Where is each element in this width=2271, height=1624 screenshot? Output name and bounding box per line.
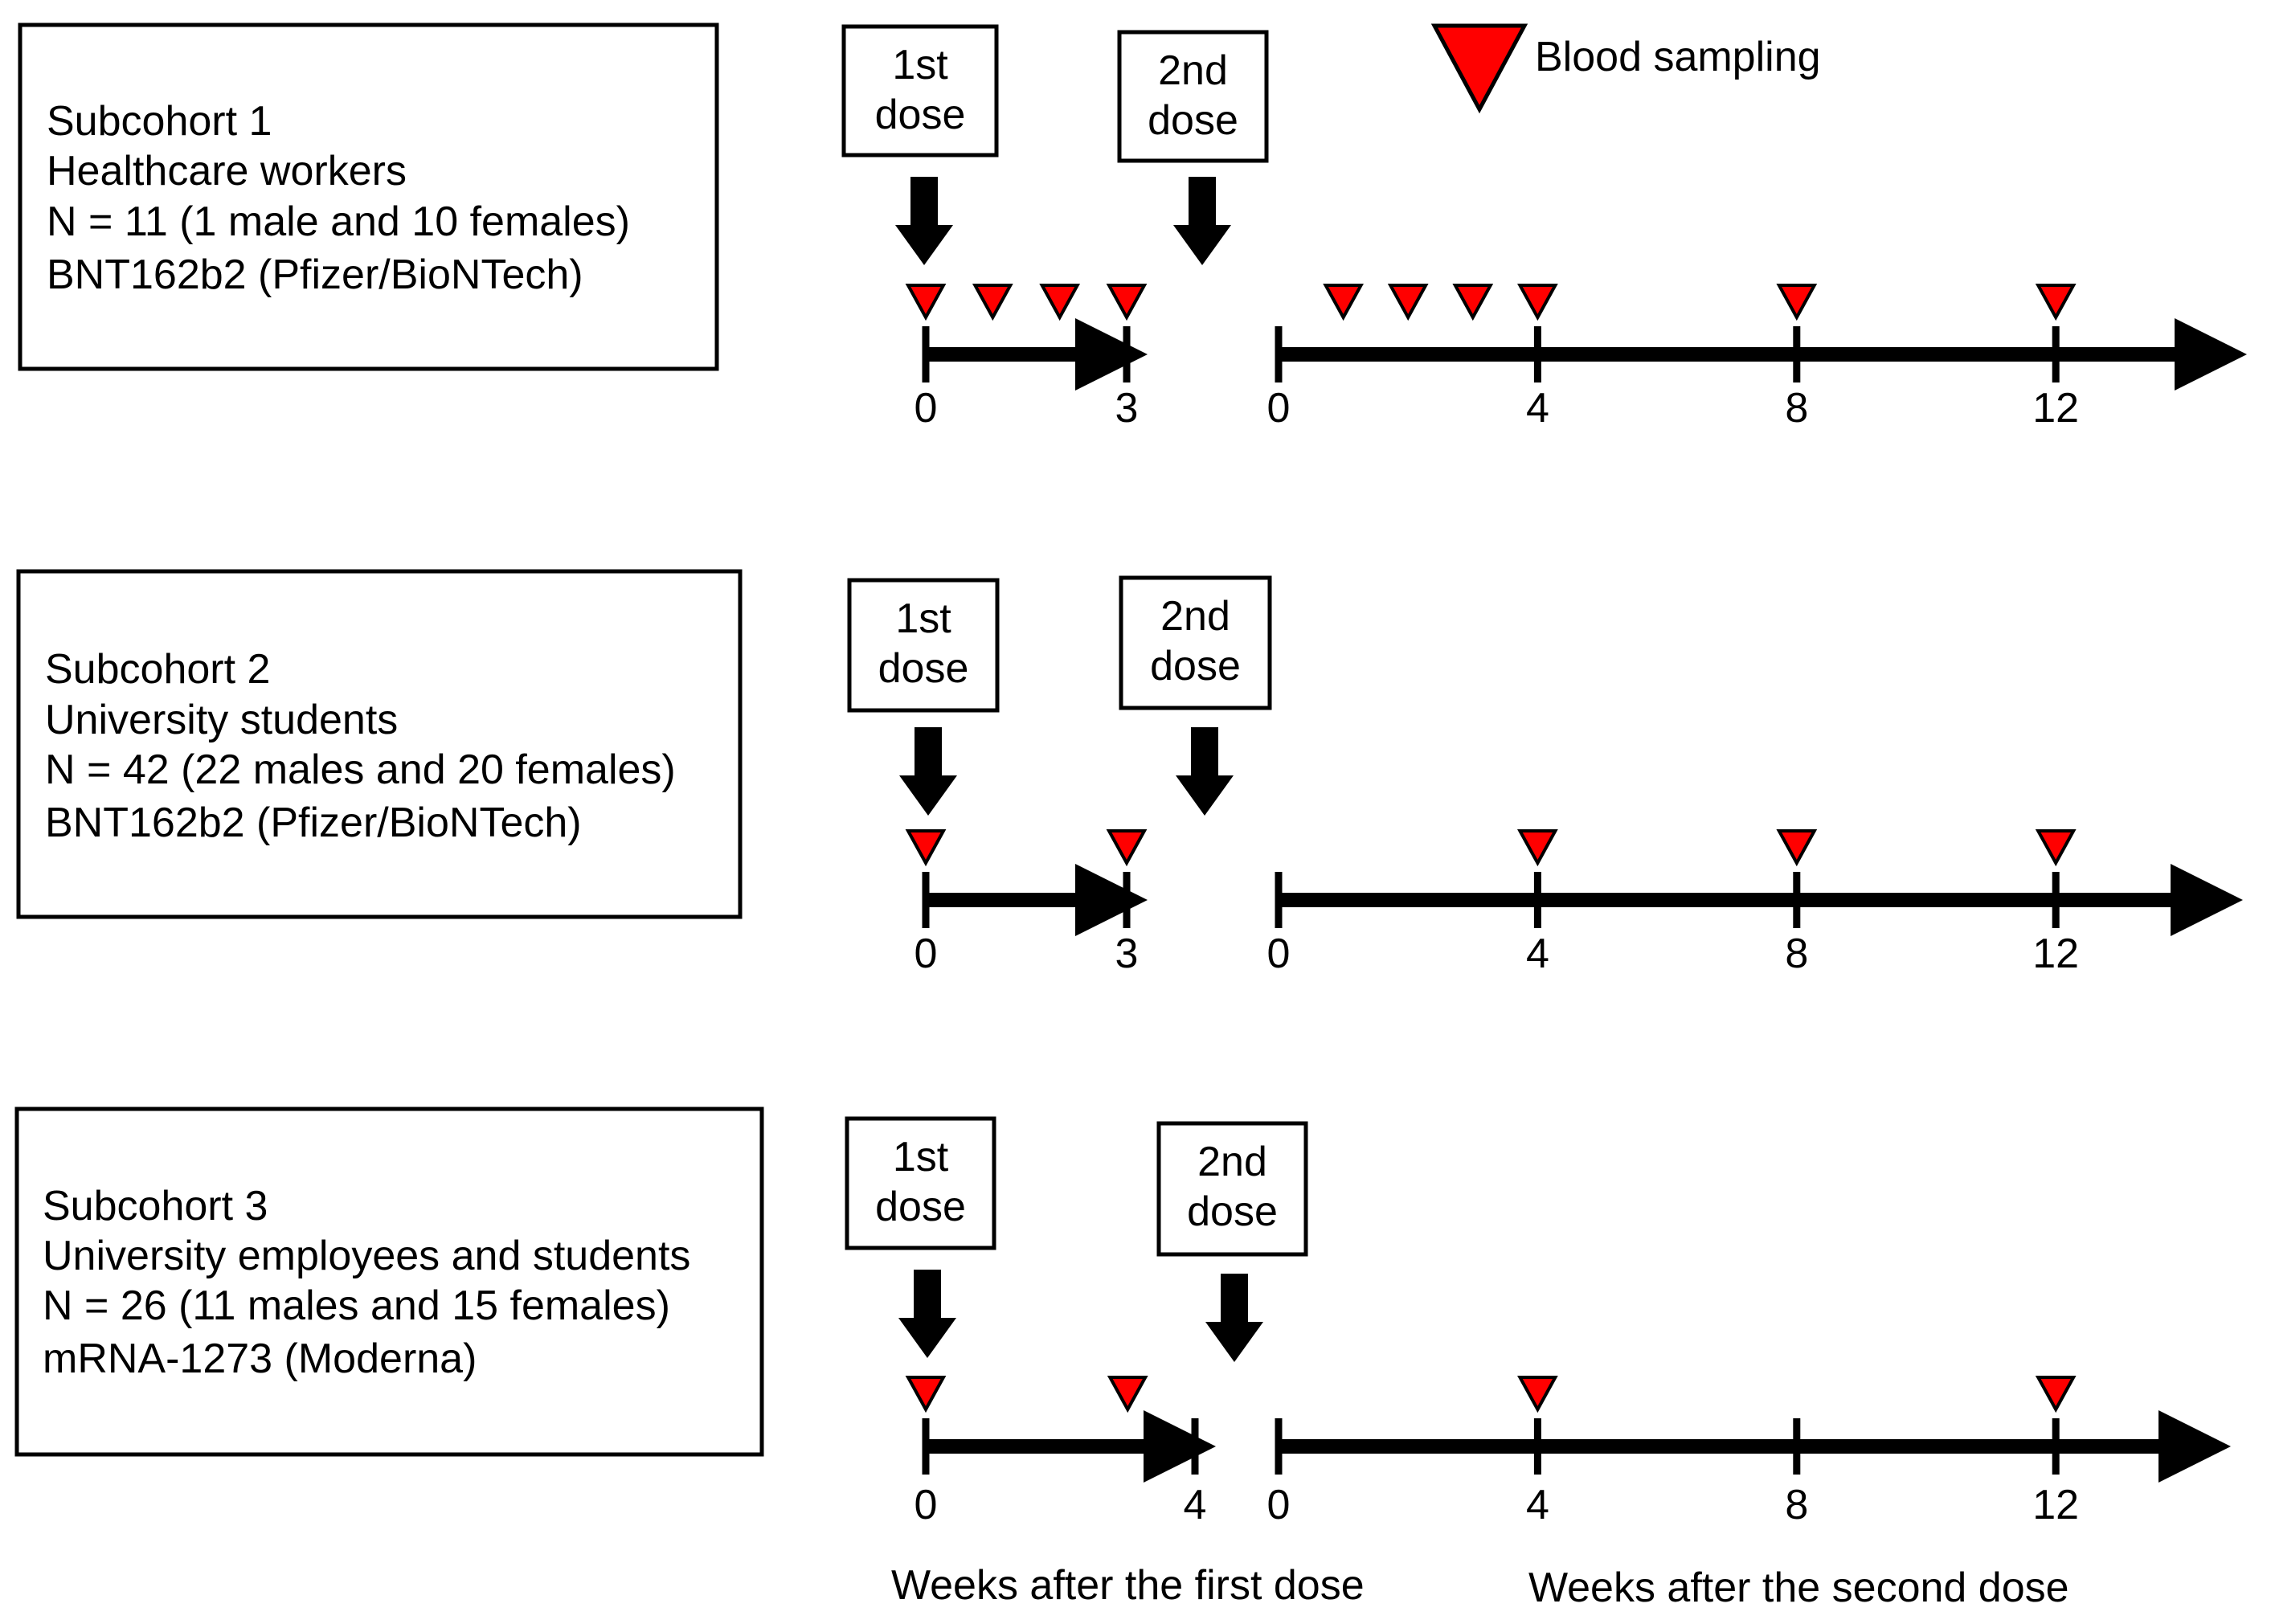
legend-triangle-icon [1430,23,1528,114]
second-dose-label: 2nd [1197,1139,1267,1185]
first-dose-label: 1st [895,595,951,642]
first-timeline-tick-label: 3 [1115,385,1139,432]
second-dose-arrow-icon [1205,1274,1263,1362]
blood-sample-marker-icon [1387,284,1429,321]
second-dose-label: 2nd [1160,593,1230,640]
axis-title-second-dose: Weeks after the second dose [1528,1565,2069,1611]
legend: Blood sampling [1430,23,1821,114]
first-dose-label: dose [875,92,966,138]
blood-sample-marker-icon [2035,829,2077,867]
first-timeline-tick-label: 0 [915,385,938,432]
first-dose-box [841,24,999,157]
blood-sample-marker-icon [1039,284,1081,321]
cohort-info-line: BNT162b2 (Pfizer/BioNTech) [47,252,583,298]
first-timeline-tick-label: 4 [1184,1482,1207,1528]
blood-sample-marker-icon [2035,1376,2077,1413]
first-dose-label: 1st [893,1134,949,1180]
blood-sample-marker-icon [905,829,947,867]
second-timeline-tick-label: 0 [1267,1482,1291,1528]
first-timeline-tick-label: 0 [915,931,938,977]
cohort-info-box [14,1107,764,1457]
cohort-info-line: Subcohort 1 [47,98,272,145]
first-dose-box [847,578,1000,713]
blood-sample-marker-icon [2035,284,2077,321]
cohort-info-line: University students [45,697,398,743]
blood-sample-marker-icon [1776,829,1818,867]
legend-label: Blood sampling [1535,34,1821,80]
second-dose-arrow-icon [1173,177,1231,265]
first-dose-label: dose [875,1184,966,1230]
blood-sample-marker-icon [1106,284,1148,321]
second-dose-box [1156,1121,1308,1257]
second-timeline-tick-label: 4 [1526,385,1549,432]
blood-sample-marker-icon [905,284,947,321]
cohort-info-line: N = 11 (1 male and 10 females) [47,198,630,245]
blood-sample-marker-icon [1452,284,1494,321]
second-timeline-tick-label: 12 [2032,385,2079,432]
first-dose-label: dose [878,645,969,692]
blood-sample-marker-icon [1106,829,1148,867]
second-timeline-tick-label: 0 [1267,931,1291,977]
second-dose-label: dose [1187,1188,1278,1235]
blood-sample-marker-icon [1517,284,1558,321]
second-timeline-tick-label: 8 [1785,385,1808,432]
cohort-info-line: N = 42 (22 males and 20 females) [45,747,676,793]
cohort-info-line: Subcohort 2 [45,646,270,693]
second-timeline-tick-label: 12 [2032,1482,2079,1528]
second-dose-arrow-icon [1176,727,1234,816]
blood-sample-marker-icon [1517,1376,1558,1413]
cohort-info-line: University employees and students [43,1233,690,1279]
second-dose-box [1119,575,1272,710]
cohort-info-line: Subcohort 3 [43,1183,268,1229]
blood-sample-marker-icon [1776,284,1818,321]
second-dose-label: dose [1148,97,1238,144]
second-timeline-tick-label: 4 [1526,931,1549,977]
first-dose-label: 1st [892,42,948,88]
blood-sample-marker-icon [1107,1376,1148,1413]
blood-sample-marker-icon [905,1376,947,1413]
first-timeline-tick-label: 3 [1115,931,1139,977]
blood-sample-marker-icon [1517,829,1558,867]
blood-sample-marker-icon [1323,284,1364,321]
second-dose-label: 2nd [1158,47,1228,94]
axis-title-first-dose: Weeks after the first dose [891,1562,1365,1609]
blood-sample-marker-icon [972,284,1013,321]
second-timeline-tick-label: 0 [1267,385,1291,432]
first-dose-box [845,1116,996,1250]
second-dose-label: dose [1150,643,1241,689]
second-timeline-tick-label: 8 [1785,1482,1808,1528]
cohort-info-line: Healthcare workers [47,148,407,194]
second-timeline-tick-label: 12 [2032,931,2079,977]
second-timeline-tick-label: 8 [1785,931,1808,977]
cohort-info-line: BNT162b2 (Pfizer/BioNTech) [45,800,582,846]
cohort-info-line: N = 26 (11 males and 15 females) [43,1282,670,1329]
first-dose-arrow-icon [899,727,957,816]
first-timeline-tick-label: 0 [915,1482,938,1528]
first-dose-arrow-icon [898,1270,956,1358]
second-dose-box [1117,30,1269,163]
cohort-info-box [18,22,719,371]
cohort-info-box [16,569,743,919]
cohort-info-line: mRNA-1273 (Moderna) [43,1336,477,1382]
second-timeline-tick-label: 4 [1526,1482,1549,1528]
first-dose-arrow-icon [895,177,953,265]
